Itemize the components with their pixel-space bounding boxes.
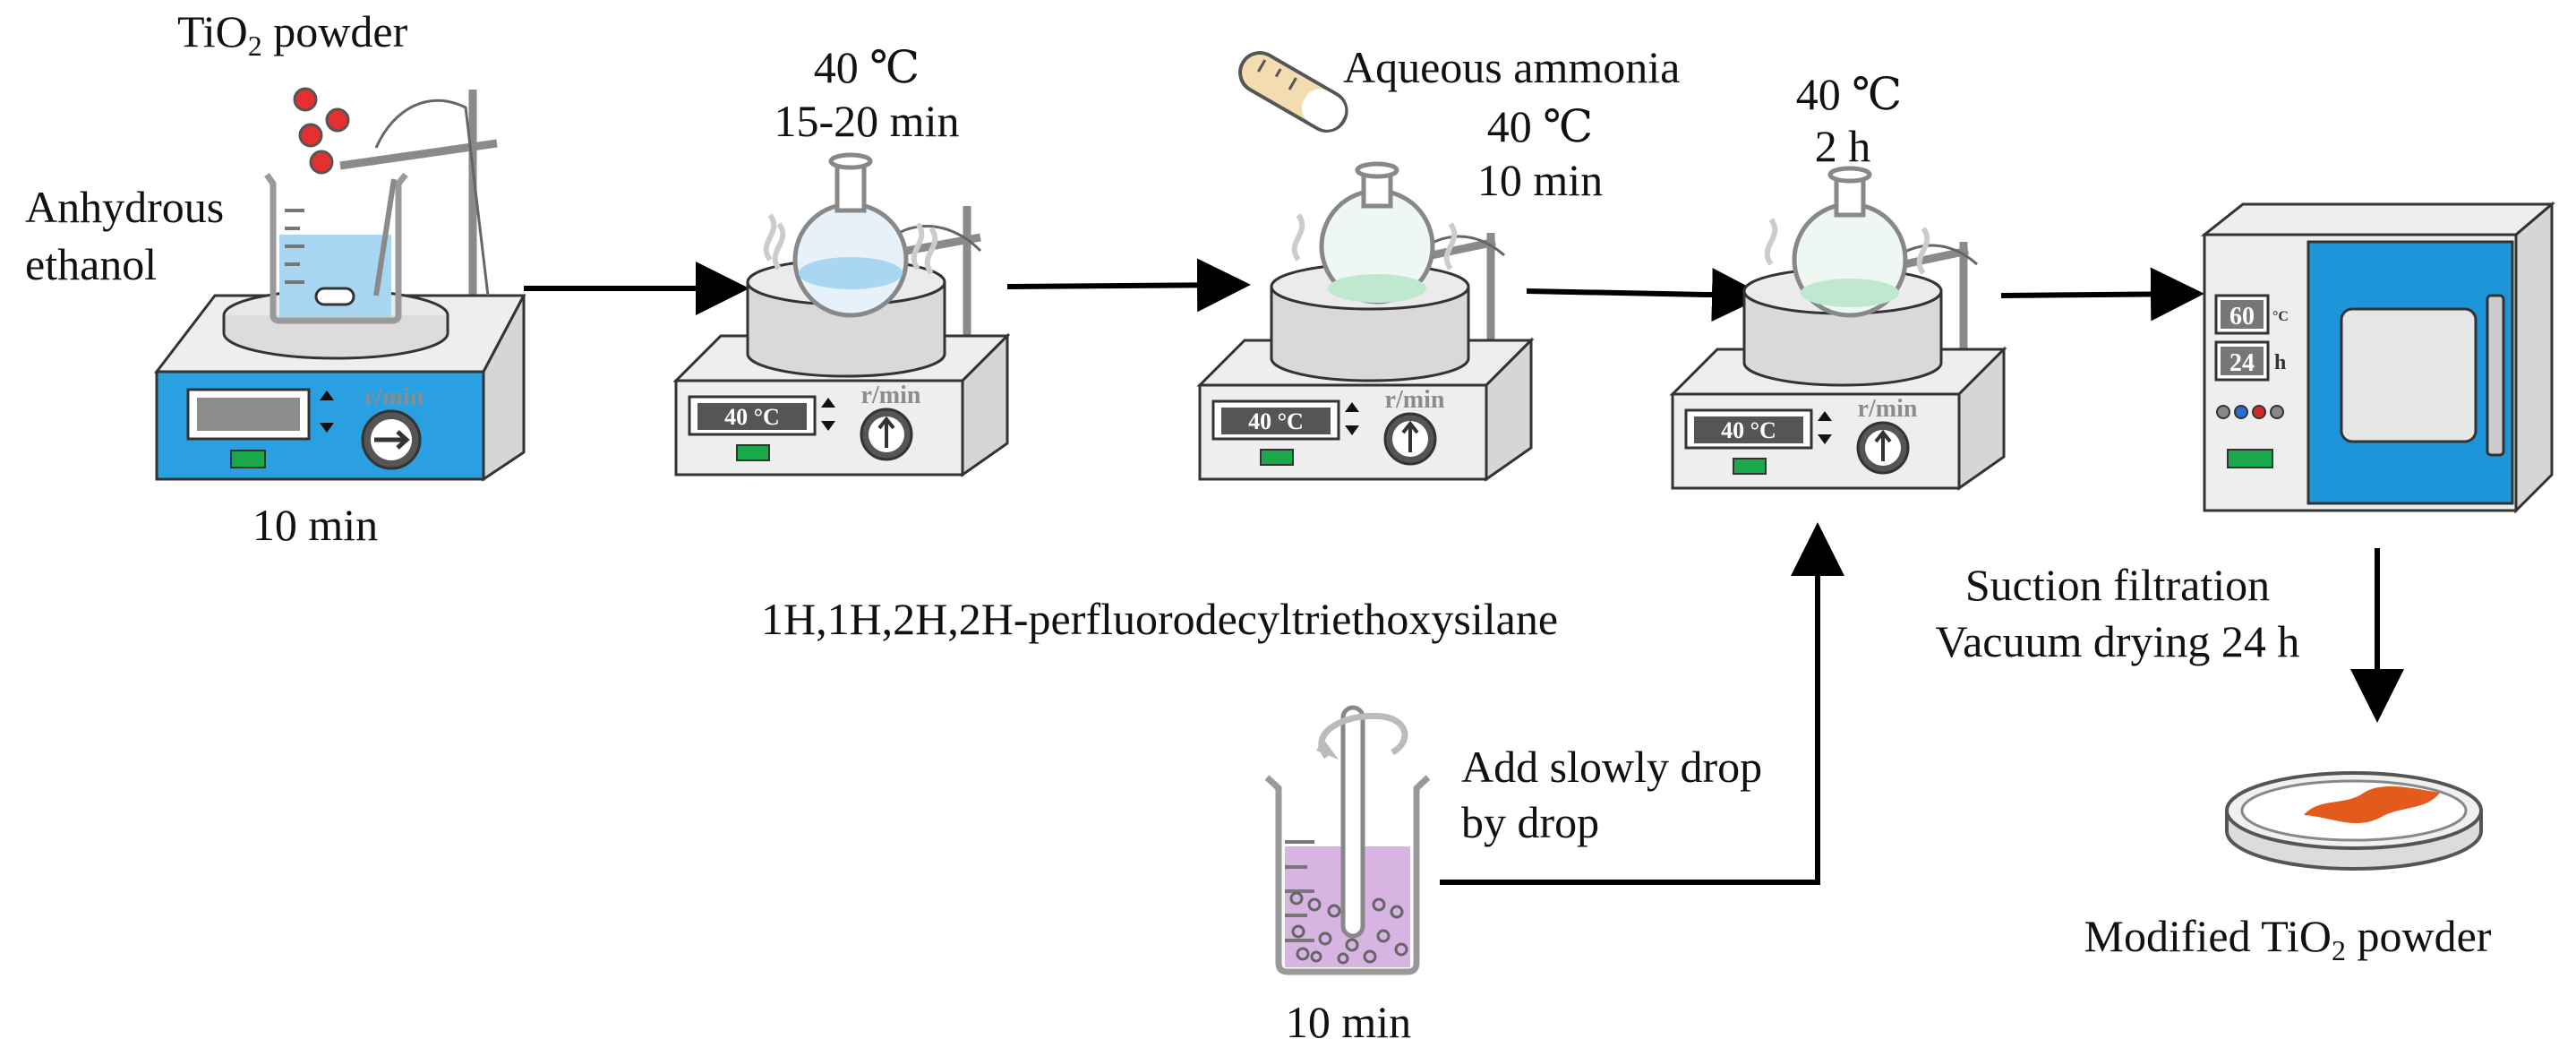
beaker-time-label: 10 min	[1286, 997, 1411, 1047]
oven-time-value: 24	[2229, 349, 2255, 377]
stirring-rod	[1340, 705, 1365, 939]
test-tube-ammonia	[1238, 51, 1348, 133]
flow-arrow-2	[1006, 258, 1251, 313]
stirrer-front-panel	[155, 370, 485, 481]
petri-dish	[2225, 771, 2483, 871]
oven-window	[2340, 307, 2478, 443]
hotplate-2: 40 °C r/min	[672, 152, 1011, 477]
drying-oven: 60 °C 24 h	[2200, 201, 2556, 514]
tio2-powder-label: TiO2 powder	[177, 6, 408, 62]
arrow-up-icon	[1874, 429, 1892, 461]
anhydrous-label: Anhydrous	[25, 182, 224, 232]
stir-bar	[314, 287, 355, 306]
oven-indicator	[2216, 405, 2230, 419]
step3-temp-label: 40 ℃	[1487, 101, 1593, 151]
hotplate-unit-label: r/min	[1385, 386, 1445, 414]
thermometer	[373, 178, 397, 296]
green-button[interactable]	[1733, 458, 1767, 475]
stirrer-unit-label: r/min	[364, 383, 424, 411]
green-button[interactable]	[230, 450, 266, 468]
green-button[interactable]	[1260, 449, 1294, 466]
modified-tio2-powder	[2304, 786, 2440, 824]
arrow-up-icon	[1401, 420, 1419, 452]
modified-tio2-label: Modified TiO2 powder	[2084, 911, 2492, 966]
oven-indicator	[2270, 405, 2284, 419]
oven-time-unit: h	[2274, 351, 2286, 374]
vacuum-label: Vacuum drying 24 h	[1936, 616, 2300, 666]
magnetic-stirrer-1: r/min	[153, 87, 526, 482]
temp-display: 40 °C	[1248, 408, 1304, 434]
hotplate-unit-label: r/min	[1858, 395, 1918, 423]
suction-label: Suction filtration	[1965, 560, 2270, 610]
step4-time-label: 2 h	[1815, 121, 1871, 171]
step3-time-label: 10 min	[1477, 155, 1603, 205]
step2-temp-label: 40 ℃	[814, 42, 920, 92]
add-slowly-label-2: by drop	[1461, 797, 1599, 847]
oven-indicator	[2252, 405, 2266, 419]
hotplate-3: 40 °C r/min	[1196, 161, 1535, 482]
add-slowly-label-1: Add slowly drop	[1461, 742, 1762, 792]
oven-temp-value: 60	[2229, 303, 2255, 331]
temp-display: 40 °C	[1721, 417, 1776, 443]
rotate-icon	[1318, 712, 1408, 760]
silane-label: 1H,1H,2H,2H-perfluorodecyltriethoxysilan…	[761, 594, 1558, 644]
oven-temp-unit: °C	[2272, 309, 2289, 324]
hotplate-4: 40 °C r/min	[1669, 166, 2007, 491]
stirrer-display-screen	[197, 398, 300, 431]
arrow-up-icon	[877, 416, 895, 448]
flow-arrow-4	[2000, 267, 2204, 322]
green-button[interactable]	[2227, 449, 2273, 468]
flow-arrow-silane	[1440, 522, 1844, 885]
flow-arrow-3	[1526, 268, 1766, 322]
tio2-particles	[293, 87, 350, 175]
arrow-right-icon	[374, 430, 410, 450]
step1-time-label: 10 min	[252, 500, 378, 550]
hotplate-unit-label: r/min	[861, 382, 921, 409]
step2-time-label: 15-20 min	[775, 96, 960, 146]
green-button[interactable]	[736, 444, 770, 461]
ethanol-label: ethanol	[25, 239, 157, 289]
temp-display: 40 °C	[724, 404, 780, 430]
oven-handle[interactable]	[2486, 294, 2505, 457]
step4-temp-label: 40 ℃	[1796, 69, 1902, 119]
aqueous-ammonia-label: Aqueous ammonia	[1343, 42, 1680, 92]
beaker-silane	[1264, 705, 1431, 975]
beaker-ethanol	[264, 99, 490, 324]
oven-indicator	[2234, 405, 2248, 419]
